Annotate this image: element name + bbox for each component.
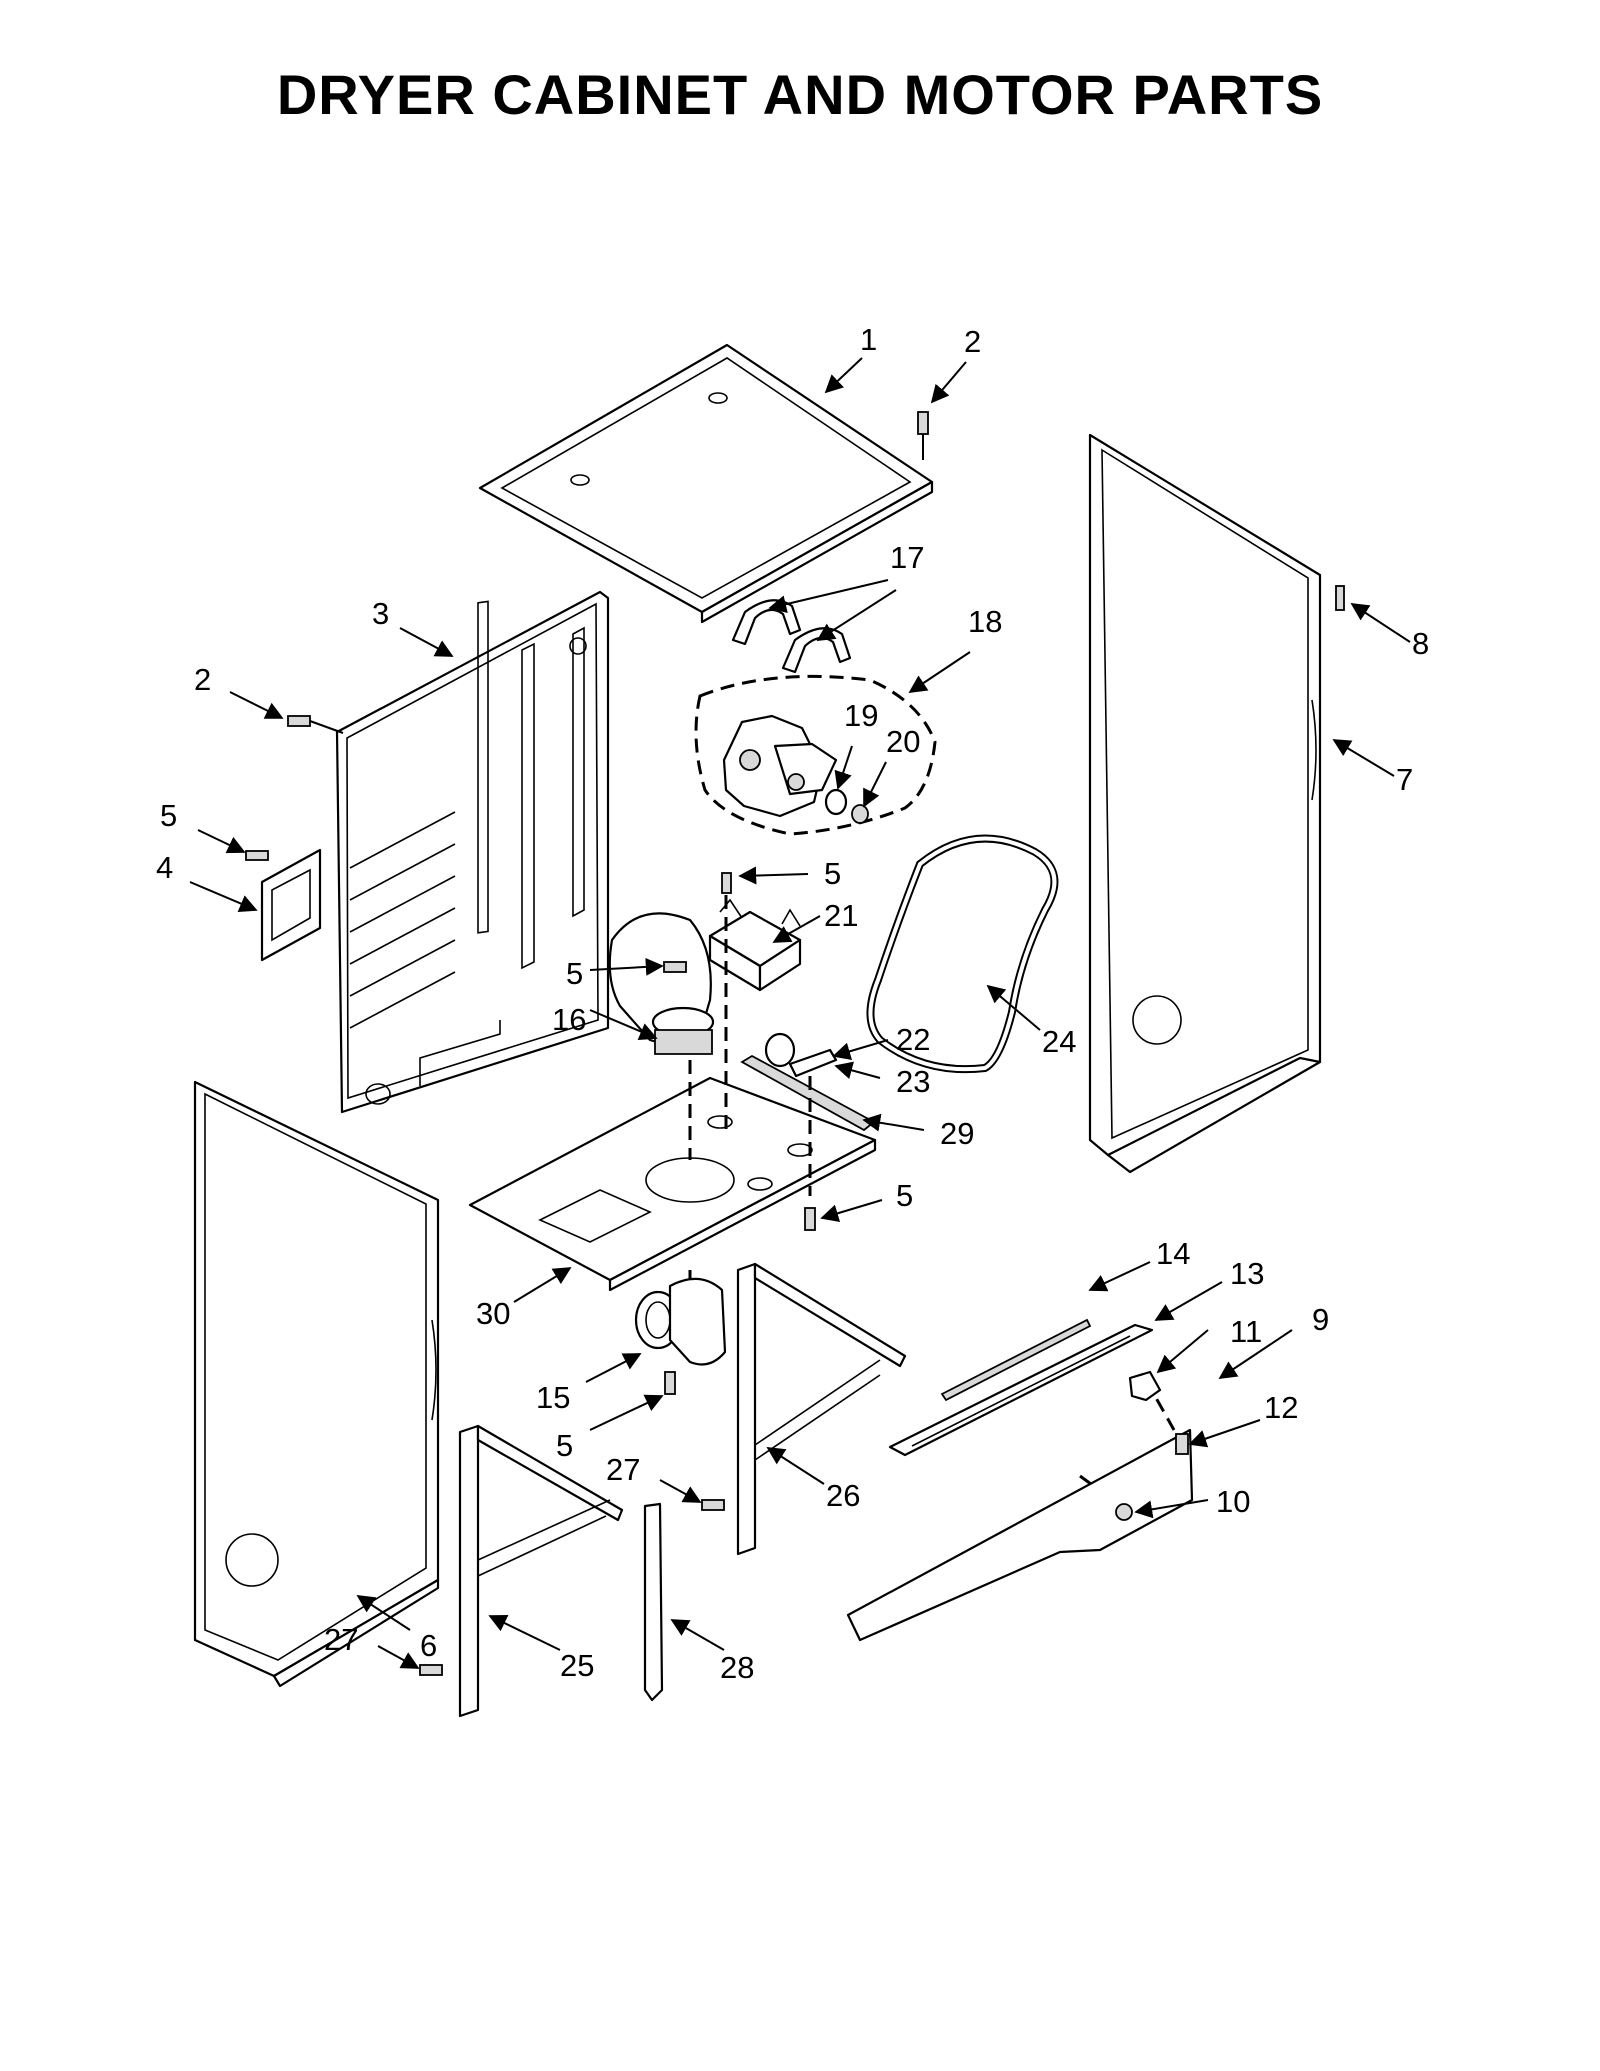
callout-2-left: 2 [194,662,211,697]
screw-blower [663,961,687,973]
callout-21: 21 [824,898,858,933]
callout-7: 7 [1396,762,1413,797]
callout-labels: 1 2 3 2 5 4 17 18 19 20 8 7 5 21 5 16 22… [156,322,1429,1685]
motor-nut [851,804,869,824]
motor-pulley [824,788,848,816]
panel-clip [1335,585,1345,611]
screw-bracket [245,850,269,861]
clamp-upper [731,599,802,646]
callout-27-middle: 27 [606,1452,640,1487]
callout-15: 15 [536,1380,570,1415]
toe-panel-strip [940,1318,1092,1402]
callout-27-left: 27 [324,1622,358,1657]
leveling-leg [643,1502,664,1702]
panel-plug [1115,1503,1133,1521]
callout-18: 18 [968,604,1002,639]
callout-8: 8 [1412,626,1429,661]
callout-19: 19 [844,698,878,733]
dryer-base [468,1076,877,1292]
callout-23: 23 [896,1064,930,1099]
callout-28: 28 [720,1650,754,1685]
callout-5-motor-mount: 5 [824,856,841,891]
leader-lines [189,357,1411,1669]
callout-5-blower-lower: 5 [556,1428,573,1463]
callout-22: 22 [896,1022,930,1057]
catch-screw [1175,1433,1189,1455]
callout-16: 16 [552,1002,586,1037]
blower-duct [668,1277,727,1366]
clamp-lower [781,627,852,674]
rear-panel [335,590,610,1114]
idler-pulley [764,1032,796,1068]
screw-base [804,1207,816,1231]
callout-17: 17 [890,540,924,575]
toe-panel-upper [888,1323,1154,1457]
callout-20: 20 [886,724,920,759]
access-bracket [260,848,322,962]
callout-14: 14 [1156,1236,1190,1271]
screw-lower-left [419,1664,443,1676]
callout-6: 6 [420,1628,437,1663]
callout-11: 11 [1230,1314,1262,1349]
screw-left [287,715,344,734]
callout-12: 12 [1264,1390,1298,1425]
callout-5-bracket: 5 [160,798,177,833]
callout-1: 1 [860,322,877,357]
drive-motor [694,674,937,836]
motor-mount [708,898,802,992]
screw-top-right [917,411,929,460]
callout-4: 4 [156,850,173,885]
callout-30: 30 [476,1296,510,1331]
callout-29: 29 [940,1116,974,1151]
side-panel-left [193,1080,440,1688]
top-panel [478,343,934,624]
callout-10: 10 [1216,1484,1250,1519]
screw-blower-lower [664,1371,676,1395]
toe-panel [846,1428,1194,1642]
diagram-title: DRYER CABINET AND MOTOR PARTS [276,63,1324,126]
callout-25: 25 [560,1648,594,1683]
screw-middle [701,1499,725,1511]
screw-motor-mount [721,872,732,894]
callout-24: 24 [1042,1024,1076,1059]
callout-9: 9 [1312,1302,1329,1337]
callout-13: 13 [1230,1256,1264,1291]
corner-brace-right [736,1262,907,1556]
idler-bracket [788,1048,838,1078]
side-panel-right [1088,433,1322,1174]
callout-5-base: 5 [896,1178,913,1213]
callout-26: 26 [826,1478,860,1513]
callout-2-top: 2 [964,324,981,359]
callout-5-blower: 5 [566,956,583,991]
drive-belt [866,834,1059,1074]
blower-housing [608,912,715,1055]
corner-brace-left [458,1424,624,1718]
callout-3: 3 [372,596,389,631]
door-catch [1128,1370,1162,1402]
